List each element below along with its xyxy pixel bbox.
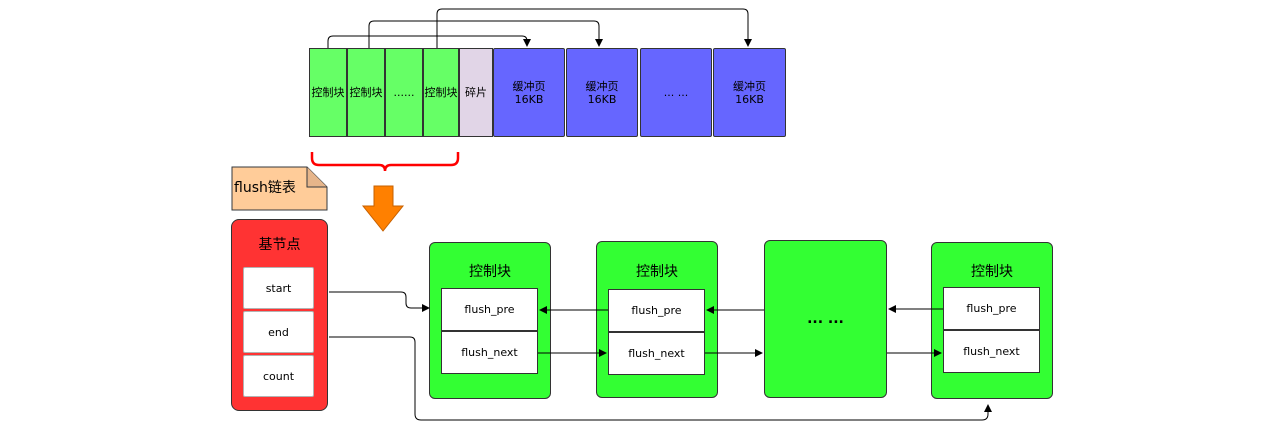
list-node-1-flush-next: flush_next xyxy=(441,331,538,374)
control-block-cell-2: 控制块 xyxy=(347,48,385,137)
control-to-buffer-arrows xyxy=(327,8,752,48)
list-node-ellipsis: ... ... xyxy=(764,240,887,398)
list-node-4-flush-pre: flush_pre xyxy=(943,287,1040,330)
arrow-control2-to-page2 xyxy=(368,20,603,48)
arrow-start-to-node1 xyxy=(329,291,430,312)
arrow-end-to-last-node xyxy=(329,336,992,421)
arrow-control1-to-page1 xyxy=(327,35,531,48)
control-block-cell-4: 控制块 xyxy=(423,48,459,137)
list-node-2-title: 控制块 xyxy=(636,264,678,280)
list-node-4-flush-next: flush_next xyxy=(943,330,1040,373)
red-brace xyxy=(310,152,460,172)
control-block-cell-1: 控制块 xyxy=(309,48,347,137)
list-node-4-title: 控制块 xyxy=(971,264,1013,280)
base-node-end-field: end xyxy=(243,311,314,353)
flush-list-label-shape xyxy=(231,166,328,211)
buffer-page-1: 缓冲页 16KB xyxy=(493,48,565,137)
base-node-start-field: start xyxy=(243,267,314,309)
buffer-page-2: 缓冲页 16KB xyxy=(566,48,638,137)
list-node-1-flush-pre: flush_pre xyxy=(441,288,538,331)
base-node-count-field: count xyxy=(243,355,314,397)
fragment-cell: 碎片 xyxy=(459,48,493,137)
buffer-page-4: 缓冲页 16KB xyxy=(713,48,786,137)
control-block-cell-ellipsis: ...... xyxy=(385,48,423,137)
orange-down-arrow xyxy=(361,185,405,232)
base-node-title: 基节点 xyxy=(258,237,301,253)
list-node-2-flush-pre: flush_pre xyxy=(608,289,705,332)
flush-list-label: flush链表 xyxy=(234,180,296,196)
list-node-2-flush-next: flush_next xyxy=(608,332,705,375)
list-node-1-title: 控制块 xyxy=(469,264,511,280)
buffer-page-ellipsis: ... ... xyxy=(640,48,712,137)
arrow-control4-to-page4 xyxy=(436,8,752,48)
